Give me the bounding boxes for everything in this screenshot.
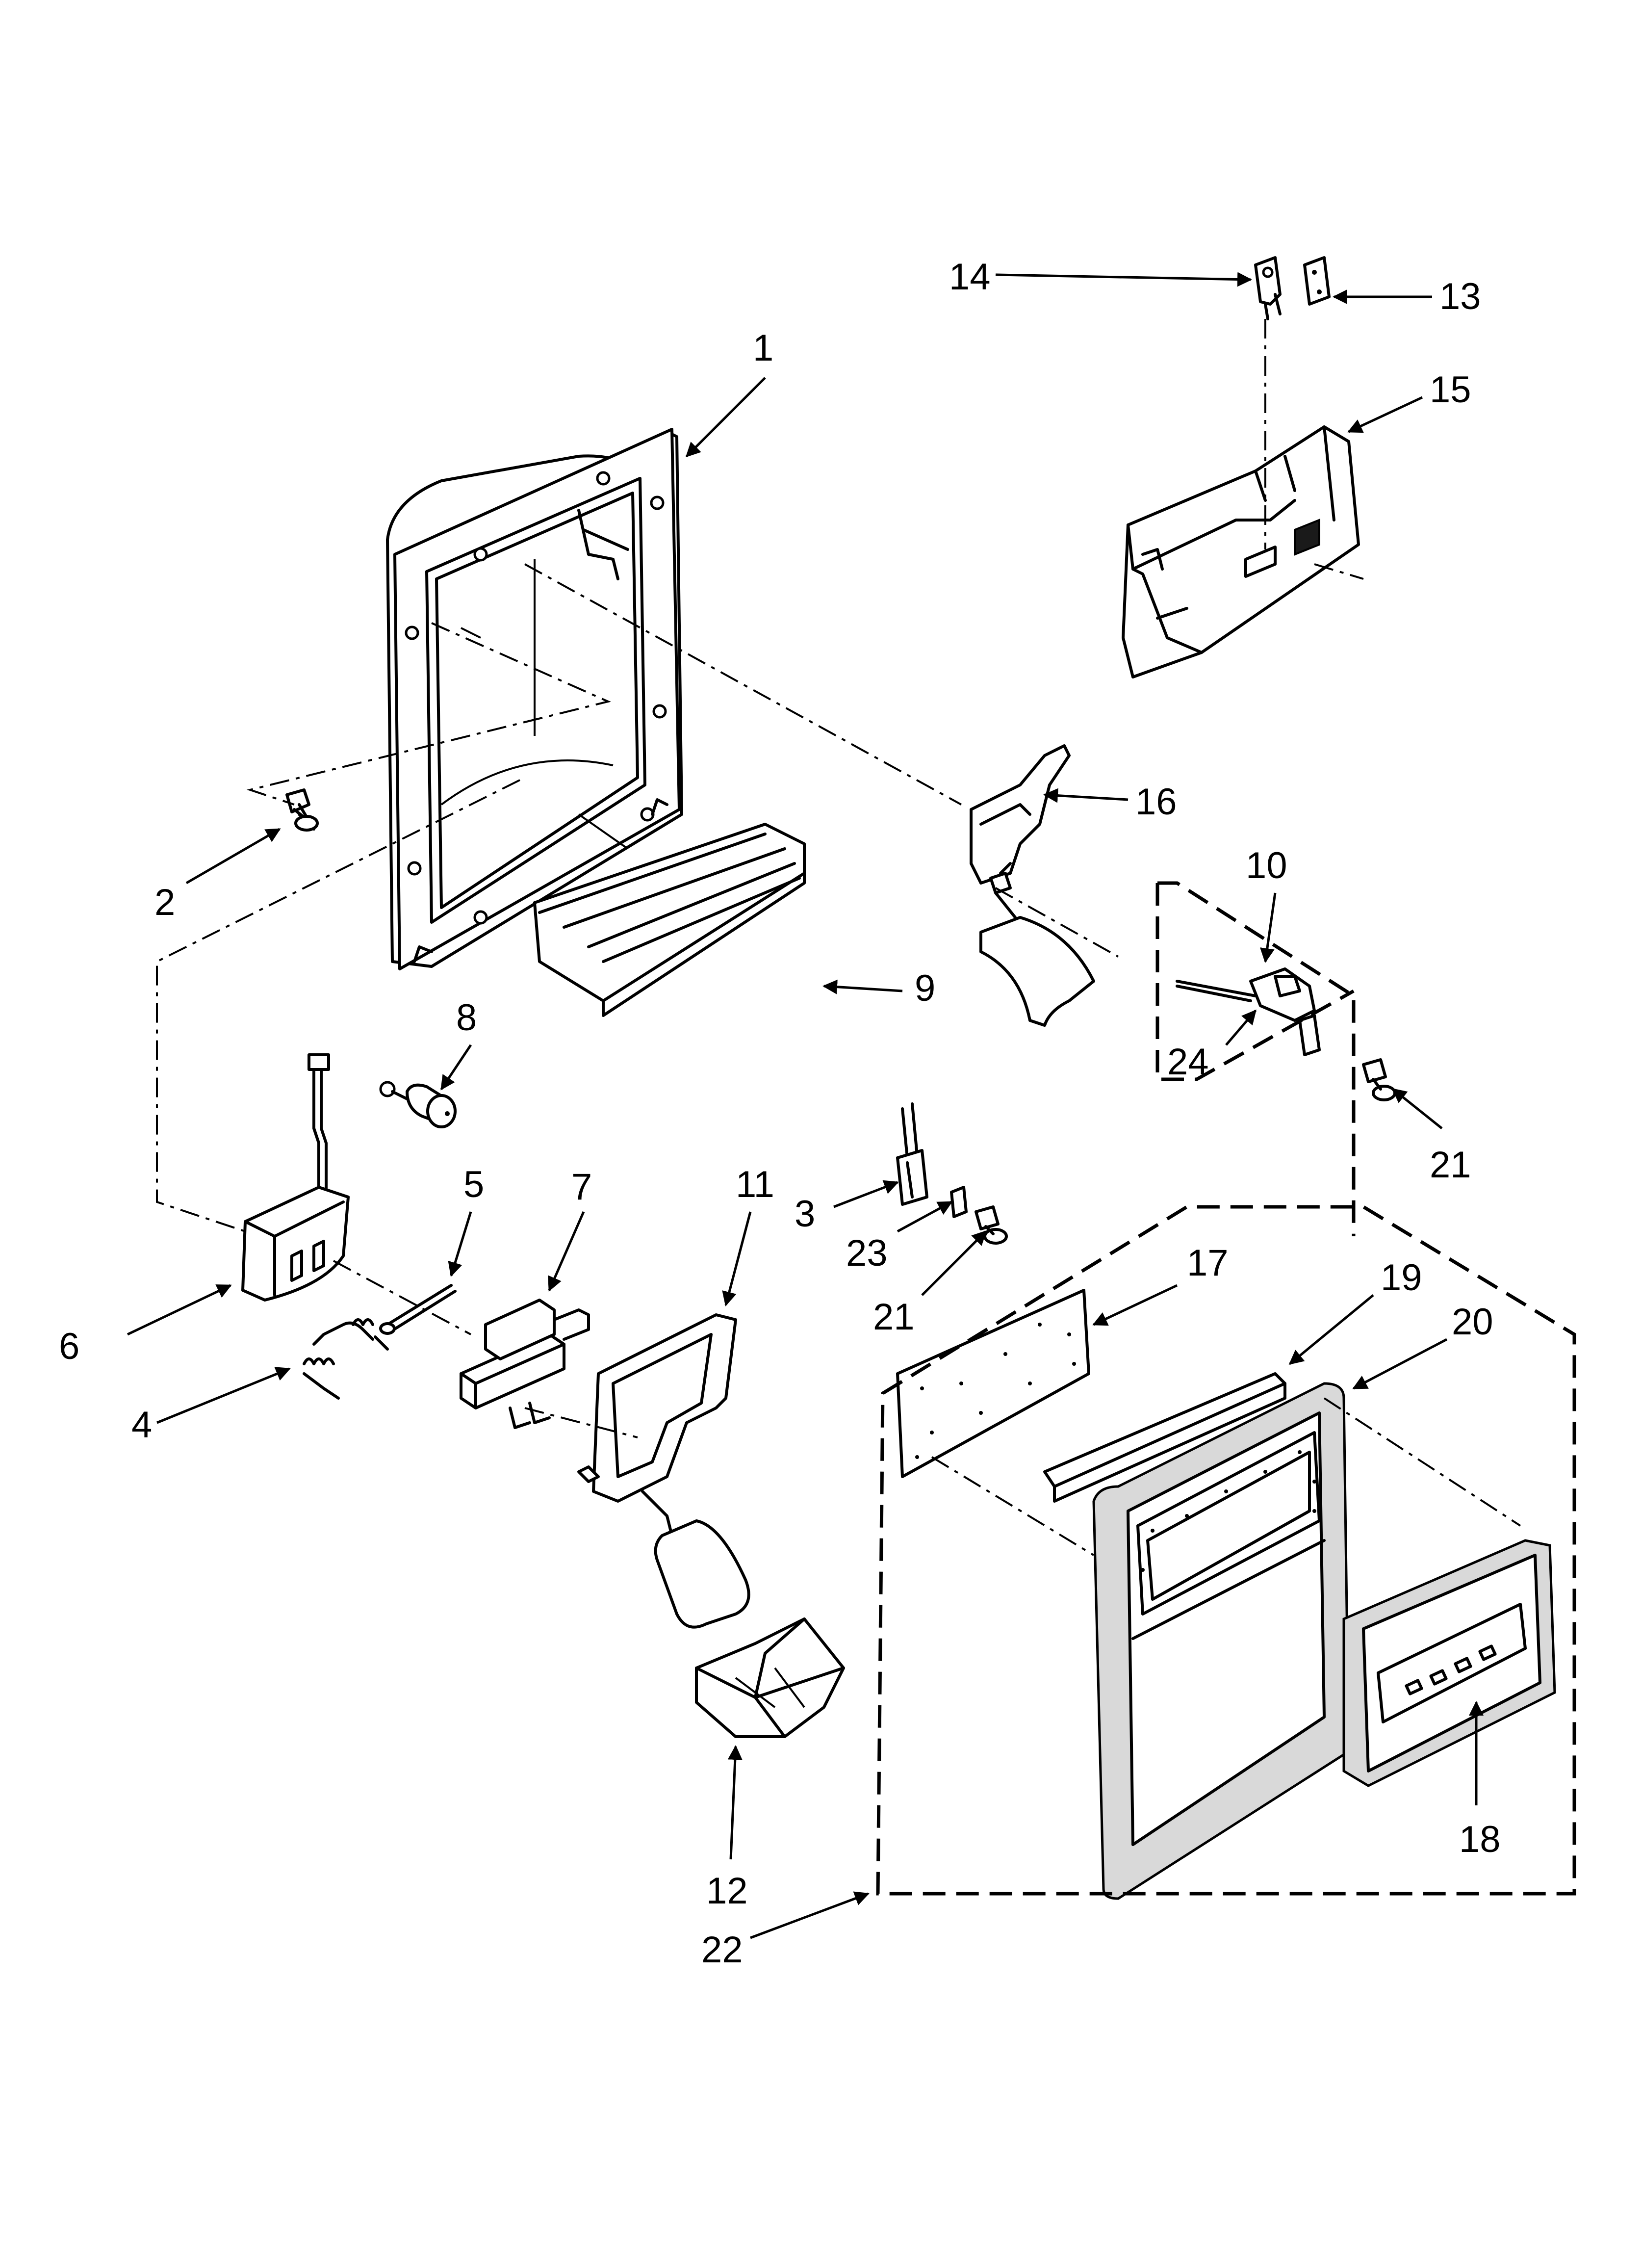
callout-21-lower: 21 <box>873 1296 915 1338</box>
callout-leaders <box>127 272 1484 1939</box>
part-17-control-board <box>896 1289 1090 1478</box>
part-2-screw <box>285 788 319 832</box>
callout-21-upper: 21 <box>1430 1144 1471 1186</box>
callout-17: 17 <box>1187 1242 1229 1284</box>
part-24-lever <box>1176 967 1321 1056</box>
part-3-clip <box>896 1102 928 1206</box>
part-20-front-bezel <box>1092 1382 1350 1900</box>
callout-4: 4 <box>131 1404 152 1446</box>
callout-15: 15 <box>1430 369 1471 411</box>
callout-2: 2 <box>154 882 175 923</box>
part-9-drip-tray <box>533 823 806 1017</box>
callout-1: 1 <box>753 327 773 369</box>
callout-7: 7 <box>571 1166 592 1208</box>
part-13-insulator <box>1303 256 1331 306</box>
callout-19: 19 <box>1381 1257 1422 1299</box>
callout-11: 11 <box>736 1164 774 1205</box>
group-22-boundary <box>876 1205 1576 1896</box>
callout-6: 6 <box>59 1326 79 1367</box>
callout-22: 22 <box>701 1929 743 1971</box>
callout-16: 16 <box>1135 781 1177 823</box>
part-6-control-module <box>241 1053 350 1302</box>
callout-20: 20 <box>1452 1301 1493 1343</box>
callout-labels: 1 2 3 4 5 6 7 8 9 10 11 12 13 14 15 16 1… <box>59 256 1501 1971</box>
callout-9: 9 <box>915 967 935 1009</box>
part-15-switch-bracket <box>1122 425 1360 678</box>
assembly-lines <box>156 319 1521 1556</box>
callout-23: 23 <box>846 1232 888 1274</box>
part-7-actuator-bracket <box>460 1299 590 1429</box>
part-18-display-panel <box>1342 1539 1556 1787</box>
part-4-spring <box>303 1318 389 1400</box>
group-10-boundary <box>1155 881 1356 1236</box>
part-19-trim-strip <box>1043 1372 1286 1503</box>
part-12-funnel-chute <box>695 1617 845 1738</box>
part-5-pin <box>379 1284 457 1335</box>
callout-12: 12 <box>706 1870 748 1912</box>
callout-10: 10 <box>1246 845 1287 886</box>
callout-8: 8 <box>456 997 477 1039</box>
callout-18: 18 <box>1459 1819 1501 1860</box>
callout-5: 5 <box>463 1164 484 1205</box>
part-21-screw-upper <box>1362 1058 1396 1101</box>
callout-14: 14 <box>949 256 991 298</box>
part-14-microswitch <box>1254 256 1282 320</box>
callout-24: 24 <box>1167 1041 1209 1083</box>
callout-13: 13 <box>1439 276 1481 317</box>
callout-3: 3 <box>795 1193 815 1235</box>
part-16-water-paddle <box>970 744 1095 1027</box>
part-23-retainer <box>950 1186 968 1218</box>
part-8-solenoid <box>379 1081 457 1128</box>
part-11-ice-paddle-arm <box>577 1313 750 1629</box>
